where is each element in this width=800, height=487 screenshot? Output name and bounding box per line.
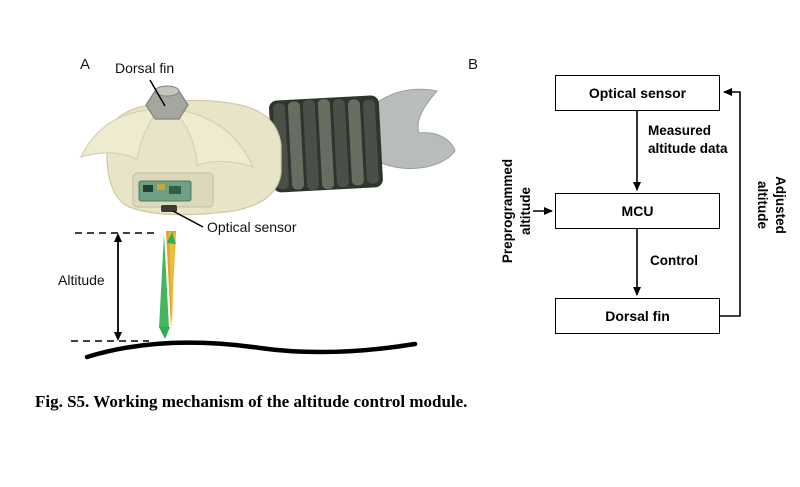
bellows-rib [287, 101, 305, 190]
figure-caption: Fig. S5. Working mechanism of the altitu… [35, 392, 468, 411]
block-diagram-connectors [533, 88, 741, 317]
optical-sensor-label: Optical sensor [207, 219, 297, 235]
altitude-label: Altitude [58, 272, 105, 288]
dorsal-fin-pointer-line [149, 79, 166, 107]
pcb-chip [143, 185, 153, 192]
bellows-rib [347, 99, 364, 186]
dorsal-fin-label: Dorsal fin [115, 60, 175, 76]
pcb-chip [169, 186, 181, 194]
box-dorsal-fin: Dorsal fin [555, 298, 720, 334]
bellows-rib [362, 99, 379, 184]
altitude-arrowhead-top [114, 233, 122, 242]
altitude-arrowhead-bottom [114, 332, 122, 341]
beam-yellow [169, 232, 175, 327]
altitude-measure [71, 232, 157, 342]
fin-blade-left [79, 108, 161, 160]
optical-sensor-unit [161, 205, 177, 212]
beam-green [159, 234, 169, 328]
optical-beams [159, 231, 176, 339]
bellows-rib [317, 98, 335, 189]
box-optical-sensor: Optical sensor [555, 75, 720, 111]
robot-illustration [71, 79, 456, 360]
bellows-rib [302, 99, 320, 190]
bellows-rib [332, 99, 349, 188]
optical-sensor-pointer-line [172, 210, 204, 228]
bellows-section [269, 95, 383, 193]
box-mcu: MCU [555, 193, 720, 229]
control-label: Control [650, 253, 698, 268]
pcb-chip [157, 184, 165, 190]
beam-arrow-up [167, 232, 176, 244]
ground-line [84, 340, 418, 360]
adjusted-altitude-label: Adjusted altitude [755, 176, 788, 234]
panel-a-letter: A [80, 56, 91, 73]
panel-b-letter: B [468, 56, 479, 73]
robot-body [79, 85, 282, 216]
preprogrammed-altitude-label: Preprogrammed altitude [500, 158, 533, 264]
fin-blade-right [171, 108, 255, 168]
beam-arrow-down [159, 327, 170, 339]
fin-hub-cap [154, 85, 180, 97]
feedback-line-fin-to-sensor [720, 88, 741, 317]
measured-altitude-data-label: Measured altitude data [648, 123, 728, 156]
